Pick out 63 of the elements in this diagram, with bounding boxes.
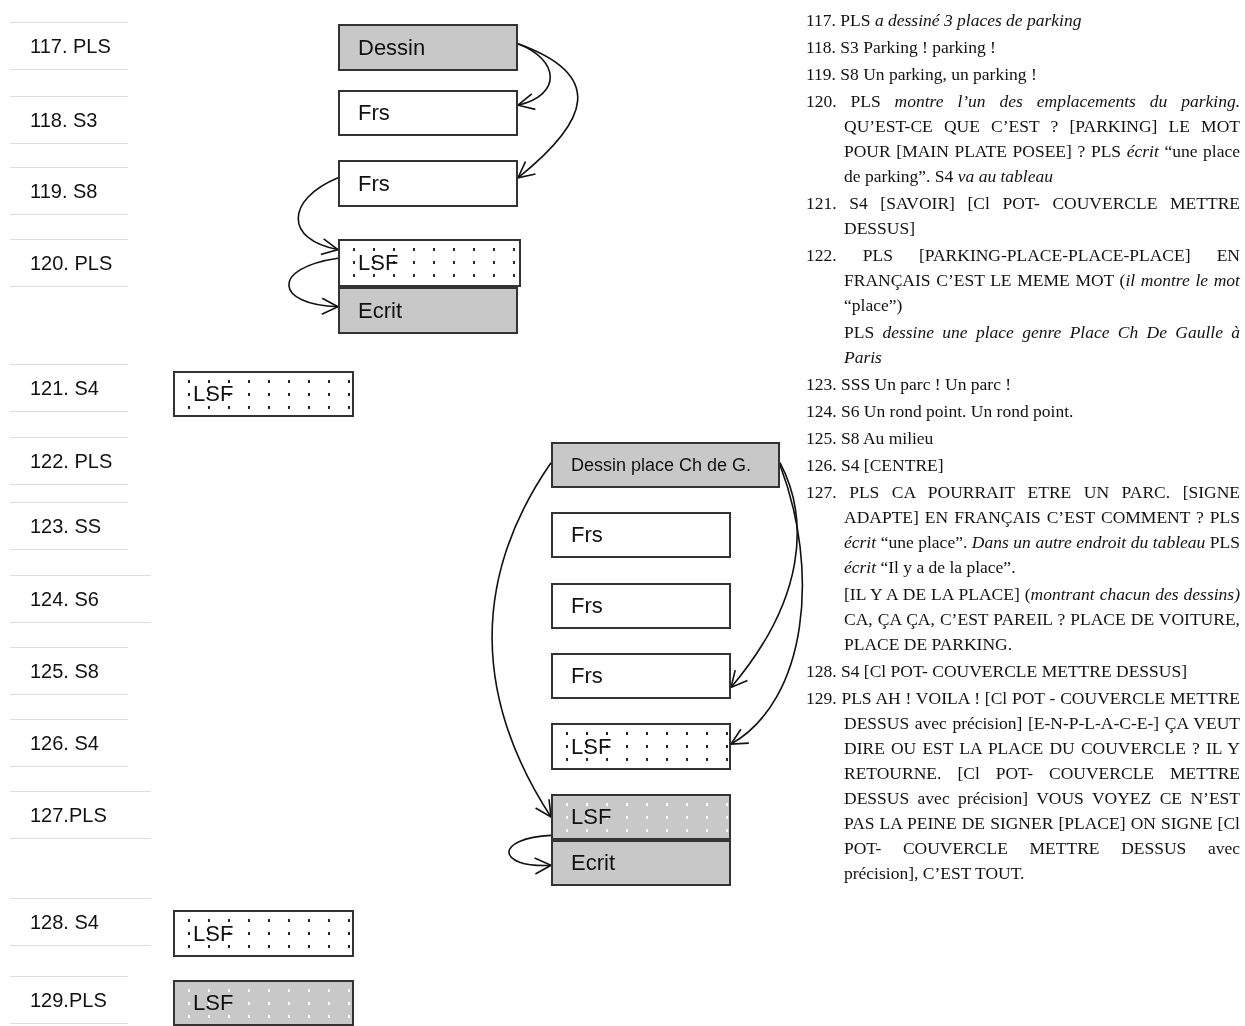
curved-arrow xyxy=(491,461,552,818)
transcript-paragraph: 119. S8 Un parking, un parking ! xyxy=(806,63,1038,86)
box-label: Dessin xyxy=(358,34,426,61)
box-label: Frs xyxy=(571,522,603,548)
box-label: LSF xyxy=(193,990,234,1016)
transcript-paragraph: 123. SSS Un parc ! Un parc ! xyxy=(806,373,1013,396)
text-box xyxy=(551,512,731,558)
box-label: Frs xyxy=(358,100,390,126)
transcript-paragraph: [IL Y A DE LA PLACE] (montrant chacun des dessins) CA, ÇA ÇA, C’EST PAREIL ? PLACE DE VOITURE, PLACE DE PARKING. xyxy=(843,583,1240,656)
box-label: Dessin place Ch de G. xyxy=(571,454,752,476)
speaker-turn-label: 127.PLS xyxy=(10,791,151,839)
speaker-turn-label: 119. S8 xyxy=(10,167,128,215)
shaded-dotted-box xyxy=(173,980,354,1026)
transcript-paragraph: 127. PLS CA POURRAIT ETRE UN PARC. [SIGNE ADAPTE] EN FRANÇAIS C’EST COMMENT ? PLS écrit “une place”. Dans un autre endroit du tableau PLS écrit “Il y a de la place”. xyxy=(806,481,1240,579)
box-label: Ecrit xyxy=(358,297,402,324)
dotted-box xyxy=(338,239,521,287)
speaker-turn-label: 129.PLS xyxy=(10,976,128,1024)
box-label: Frs xyxy=(571,663,603,689)
box-label: Ecrit xyxy=(571,850,615,876)
shaded-box xyxy=(338,24,518,71)
transcript-paragraph: 121. S4 [SAVOIR] [Cl POT- COUVERCLE METTRE DESSUS] xyxy=(806,192,1240,240)
box-label: Frs xyxy=(358,170,390,197)
curved-arrow xyxy=(508,834,552,875)
speaker-turn-label: 126. S4 xyxy=(10,719,128,767)
text-box xyxy=(551,583,731,629)
box-label: LSF xyxy=(193,381,234,407)
speaker-turn-label: 128. S4 xyxy=(10,898,151,946)
transcript-paragraph: 124. S6 Un rond point. Un rond point. xyxy=(806,400,1075,423)
transcript-paragraph: 118. S3 Parking ! parking ! xyxy=(806,36,997,59)
dotted-box xyxy=(551,723,731,770)
dotted-box xyxy=(173,371,354,417)
transcript-paragraph: 129. PLS AH ! VOILA ! [Cl POT - COUVERCLE METTRE DESSUS avec précision] [E-N-P-L-A-C-E-] ÇA VEUT DIRE OU EST LA PLACE DU COUVERCLE ? IL Y RETOURNE. [Cl POT- COUVERCLE METTRE DESSUS avec précision] VOUS VOYEZ CE N’EST PAS LA PEINE DE SIGNER [PLACE] ON SIGNE [Cl POT- COUVERCLE METTRE DESSUS avec précision], C’EST TOUT. xyxy=(806,687,1240,885)
transcript-paragraph: 128. S4 [Cl POT- COUVERCLE METTRE DESSUS] xyxy=(806,660,1188,683)
text-box xyxy=(551,653,731,699)
box-label: LSF xyxy=(358,250,399,276)
box-label: LSF xyxy=(571,804,612,830)
transcript-paragraph: 120. PLS montre l’un des emplacements du parking. QU’EST-CE QUE C’EST ? [PARKING] LE MOT POUR [MAIN PLATE POSEE] ? PLS écrit “une place de parking”. S4 va au tableau xyxy=(806,90,1240,188)
box-label: LSF xyxy=(193,920,234,947)
curved-arrow xyxy=(297,177,339,255)
speaker-turn-label: 123. SS xyxy=(10,502,128,550)
speaker-turn-label: 122. PLS xyxy=(10,437,128,485)
curved-arrow xyxy=(288,257,339,315)
text-box xyxy=(338,90,518,136)
transcript-paragraph: PLS dessine une place genre Place Ch De Gaulle à Paris xyxy=(843,321,1240,369)
curved-arrow xyxy=(517,42,579,179)
shaded-box xyxy=(338,287,518,334)
transcript-paragraph: 126. S4 [CENTRE] xyxy=(806,454,945,477)
transcript-paragraph: 117. PLS a dessiné 3 places de parking xyxy=(806,9,1083,32)
box-label: Frs xyxy=(571,593,603,619)
speaker-turn-label: 117. PLS xyxy=(10,22,128,70)
speaker-turn-label: 124. S6 xyxy=(10,575,151,623)
transcript-paragraph: 122. PLS [PARKING-PLACE-PLACE-PLACE] EN FRANÇAIS C’EST LE MEME MOT (il montre le mot “place”) xyxy=(806,244,1240,317)
text-box xyxy=(338,160,518,207)
speaker-turn-label: 121. S4 xyxy=(10,364,128,412)
dotted-box xyxy=(173,910,354,957)
shaded-box xyxy=(551,442,780,488)
speaker-turn-label: 120. PLS xyxy=(10,239,128,287)
shaded-box xyxy=(551,840,731,886)
transcript-paragraph: 125. S8 Au milieu xyxy=(806,427,935,450)
box-label: LSF xyxy=(571,733,612,760)
speaker-turn-label: 118. S3 xyxy=(10,96,128,144)
speaker-turn-label: 125. S8 xyxy=(10,647,128,695)
shaded-dotted-box xyxy=(551,794,731,840)
